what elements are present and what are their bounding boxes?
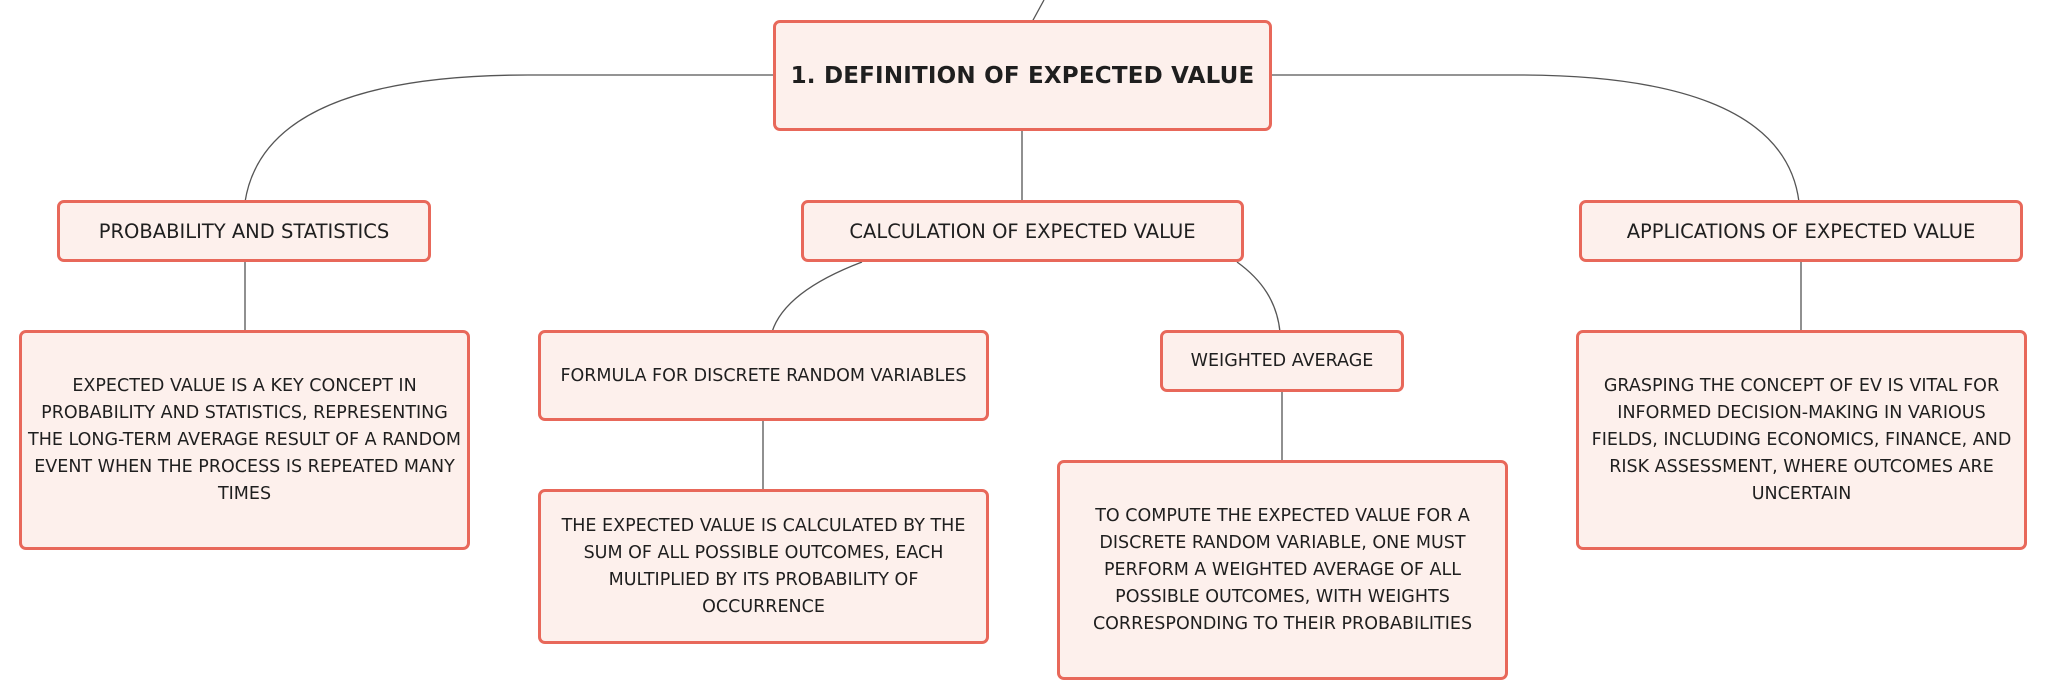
connector-root-to-probability <box>244 74 773 203</box>
leaf-node-text: The expected value is calculated by the … <box>561 515 966 617</box>
leaf-node-text: Expected value is a key concept in proba… <box>28 375 461 504</box>
connector-root-parent <box>1031 0 1045 23</box>
branch-node-label: Calculation of Expected Value <box>849 219 1196 243</box>
leaf-node-applications-detail[interactable]: Grasping the concept of EV is vital for … <box>1576 330 2027 550</box>
leaf-node-probability-detail[interactable]: Expected value is a key concept in proba… <box>19 330 470 550</box>
branch-node-applications-of-expected-value[interactable]: Applications of Expected Value <box>1579 200 2023 262</box>
sub-node-weighted-average[interactable]: Weighted Average <box>1160 330 1404 392</box>
leaf-node-formula-detail[interactable]: The expected value is calculated by the … <box>538 489 989 644</box>
branch-node-label: Probability and Statistics <box>98 219 390 243</box>
sub-node-label: Weighted Average <box>1190 351 1374 371</box>
leaf-node-text: Grasping the concept of EV is vital for … <box>1591 375 2012 504</box>
branch-node-label: Applications of Expected Value <box>1626 219 1976 243</box>
connector-calculation-to-weighted <box>1236 261 1281 333</box>
leaf-node-text: To compute the expected value for a disc… <box>1092 505 1473 634</box>
connector-calculation-to-formula <box>771 261 863 333</box>
leaf-node-weighted-detail[interactable]: To compute the expected value for a disc… <box>1057 460 1508 680</box>
root-node-definition-of-expected-value[interactable]: 1. Definition of Expected Value <box>773 20 1272 131</box>
branch-node-calculation-of-expected-value[interactable]: Calculation of Expected Value <box>801 200 1244 262</box>
connector-root-to-applications <box>1272 74 1800 203</box>
root-node-label: 1. Definition of Expected Value <box>790 62 1255 89</box>
branch-node-probability-and-statistics[interactable]: Probability and Statistics <box>57 200 431 262</box>
sub-node-formula-for-discrete-random-variables[interactable]: Formula for Discrete Random Variables <box>538 330 989 421</box>
sub-node-label: Formula for Discrete Random Variables <box>560 365 967 386</box>
